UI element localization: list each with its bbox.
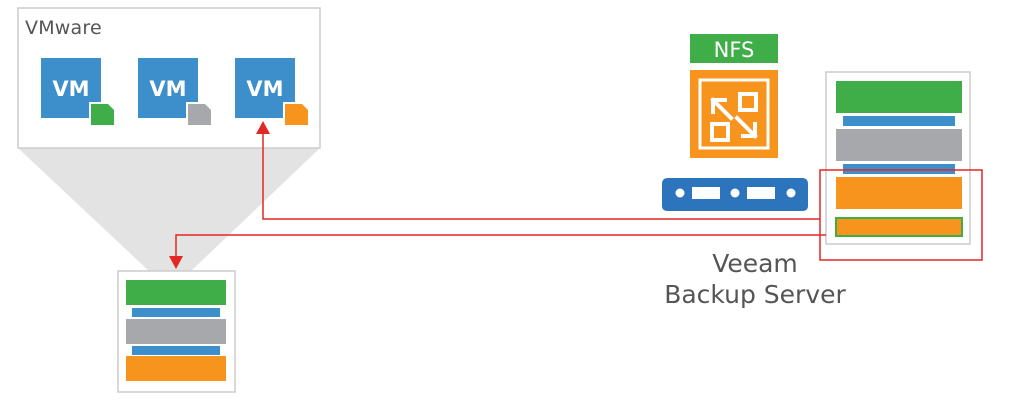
veeam-logo-icon [690,70,778,158]
server-title-line1: Veeam [712,249,798,278]
target-block-green [836,81,962,113]
arrowhead-down-icon [169,256,183,269]
restore-arrow-to-vm [262,132,820,220]
restore-arrow-to-stack [175,234,826,258]
source-stripe-blue [132,346,220,355]
vm-label-3: VM [246,77,283,101]
target-block-gray [836,129,962,161]
vmware-projection [18,148,320,272]
vm-label-2: VM [149,77,186,101]
nfs-badge [690,34,778,63]
server-icon [662,178,808,211]
vm-icon-3: VM [235,58,310,127]
nfs-label: NFS [714,38,755,62]
arrowhead-up-icon [256,121,270,134]
vm-icon-1: VM [41,58,116,127]
target-backup-stack [825,71,971,245]
source-stripe-blue [132,308,220,317]
target-stripe-blue [843,116,955,126]
vm-label-1: VM [52,77,89,101]
source-block-gray [126,319,226,344]
server-title-line2: Backup Server [664,280,846,309]
vm-icon-2: VM [138,58,213,127]
vmware-label: VMware [25,17,102,39]
target-stripe-blue [843,164,955,174]
source-block-green [126,280,226,305]
source-backup-stack [117,270,236,393]
server-title: Veeam Backup Server [630,248,880,310]
source-block-orange [126,356,226,381]
restore-selection-box [819,169,983,261]
target-block-orange [836,177,962,209]
target-block-orange-increment [835,217,963,237]
